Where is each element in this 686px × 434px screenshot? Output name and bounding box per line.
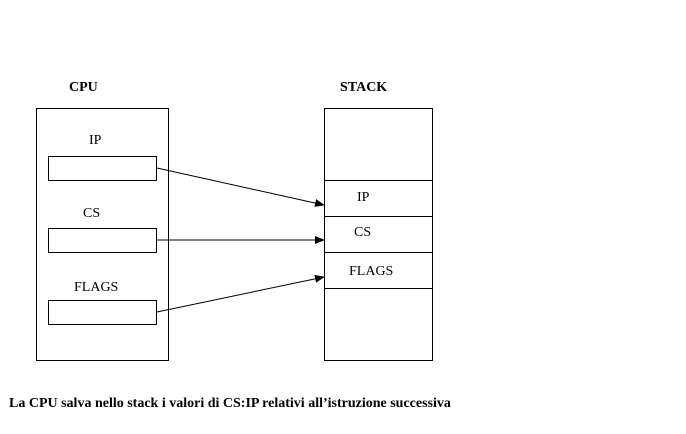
register-label-ip: IP xyxy=(89,133,102,148)
stack-slot-cs: CS xyxy=(354,225,372,240)
register-label-flags: FLAGS xyxy=(74,280,119,295)
register-label-cs: CS xyxy=(83,206,101,221)
arrow-flags xyxy=(156,274,325,313)
stack-divider xyxy=(324,180,433,181)
stack-slot-ip: IP xyxy=(357,190,370,205)
register-ip-field xyxy=(48,156,157,181)
stack-box xyxy=(324,108,433,361)
stack-divider xyxy=(324,252,433,253)
caption: La CPU salva nello stack i valori di CS:… xyxy=(9,396,451,411)
stack-title: STACK xyxy=(340,80,388,95)
stack-slot-flags: FLAGS xyxy=(349,264,394,279)
arrow-ip xyxy=(156,167,325,207)
register-cs-field xyxy=(48,228,157,253)
cpu-title: CPU xyxy=(69,80,98,95)
stack-divider xyxy=(324,216,433,217)
register-flags-field xyxy=(48,300,157,325)
stack-divider xyxy=(324,288,433,289)
